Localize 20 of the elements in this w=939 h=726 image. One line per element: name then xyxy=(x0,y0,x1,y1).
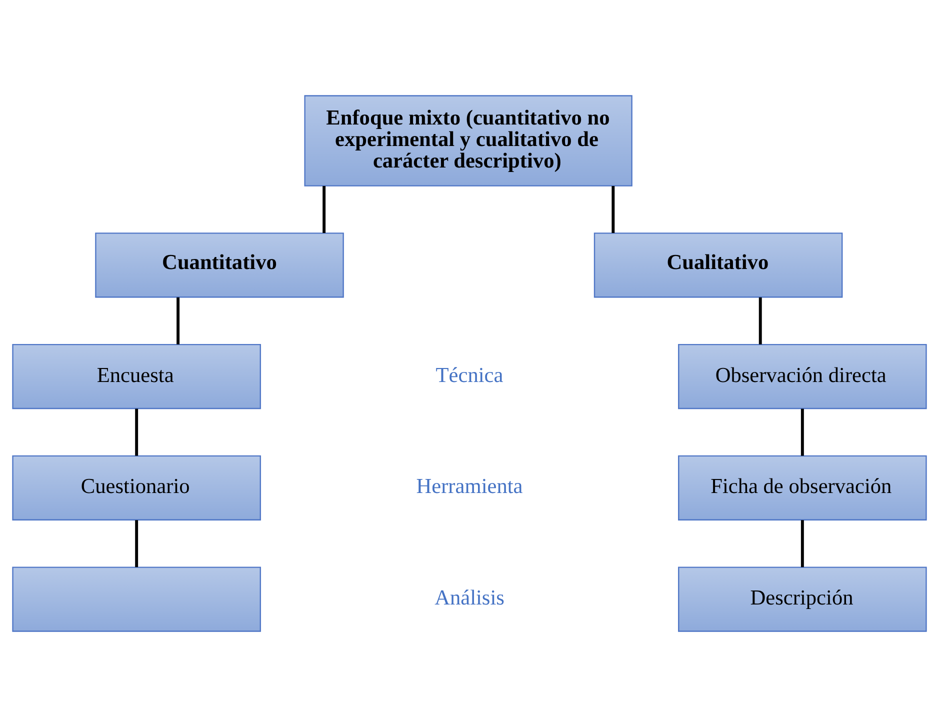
label: Técnica xyxy=(436,362,504,386)
connector xyxy=(135,408,138,456)
node-box: Cualitativo xyxy=(594,232,843,298)
node-box: Encuesta xyxy=(12,343,261,409)
label: Análisis xyxy=(434,584,504,609)
node-box: Observación directa xyxy=(678,343,927,409)
connector xyxy=(322,186,326,232)
connector xyxy=(135,520,138,567)
connector xyxy=(758,296,762,344)
connector xyxy=(176,296,180,344)
label: Herramienta xyxy=(416,474,523,498)
node-box: Cuantitativo xyxy=(95,232,344,298)
node-box: Descripción xyxy=(678,566,927,632)
node-box: Enfoque mixto (cuantitativo no experimental y cualitativo de carácter descriptivo) xyxy=(304,94,632,186)
node-box: Cuestionario xyxy=(12,454,261,520)
node-box: Ficha de observación xyxy=(678,454,927,520)
node-box xyxy=(12,566,261,632)
connector xyxy=(800,408,804,456)
connector xyxy=(612,186,615,232)
connector xyxy=(800,520,804,567)
